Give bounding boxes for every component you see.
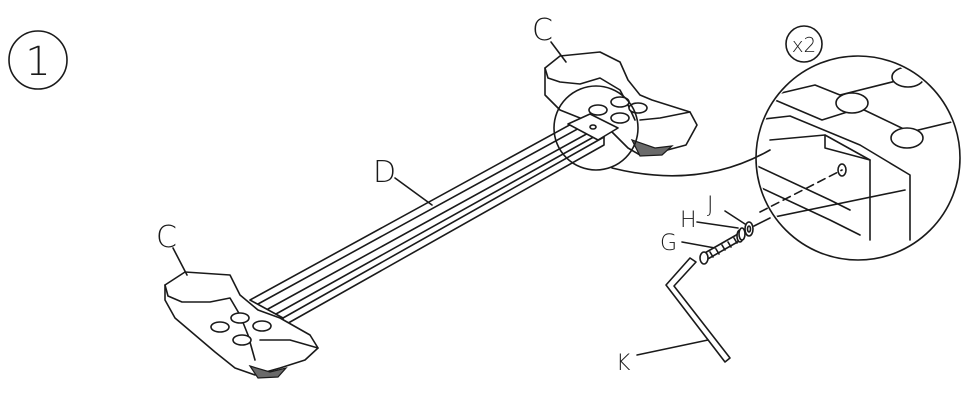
quantity-badge: x2	[785, 25, 823, 63]
label-h: H	[680, 208, 697, 233]
leader-g	[681, 241, 716, 249]
crossbar-d	[249, 121, 605, 327]
detail-leader-line	[611, 149, 771, 177]
hardware-set	[699, 217, 771, 265]
label-g: G	[660, 231, 677, 256]
leader-c-top	[550, 41, 567, 63]
leader-h	[696, 221, 739, 229]
detail-source-circle	[553, 85, 639, 171]
quantity-text: x2	[792, 33, 817, 57]
label-j: J	[707, 193, 714, 218]
label-k: K	[616, 351, 631, 376]
foot-c-right	[544, 51, 698, 157]
leader-j	[724, 210, 746, 225]
leader-c-left	[172, 247, 188, 276]
leader-k	[636, 339, 709, 356]
magnified-detail	[755, 55, 961, 261]
step-badge: 1	[8, 30, 68, 90]
allen-key-k	[665, 257, 731, 363]
foot-c-left	[164, 271, 319, 379]
leader-d	[394, 177, 433, 206]
step-number: 1	[25, 39, 50, 85]
label-d: D	[373, 155, 396, 190]
label-c-left: C	[156, 220, 177, 255]
label-c-top: C	[532, 13, 553, 48]
